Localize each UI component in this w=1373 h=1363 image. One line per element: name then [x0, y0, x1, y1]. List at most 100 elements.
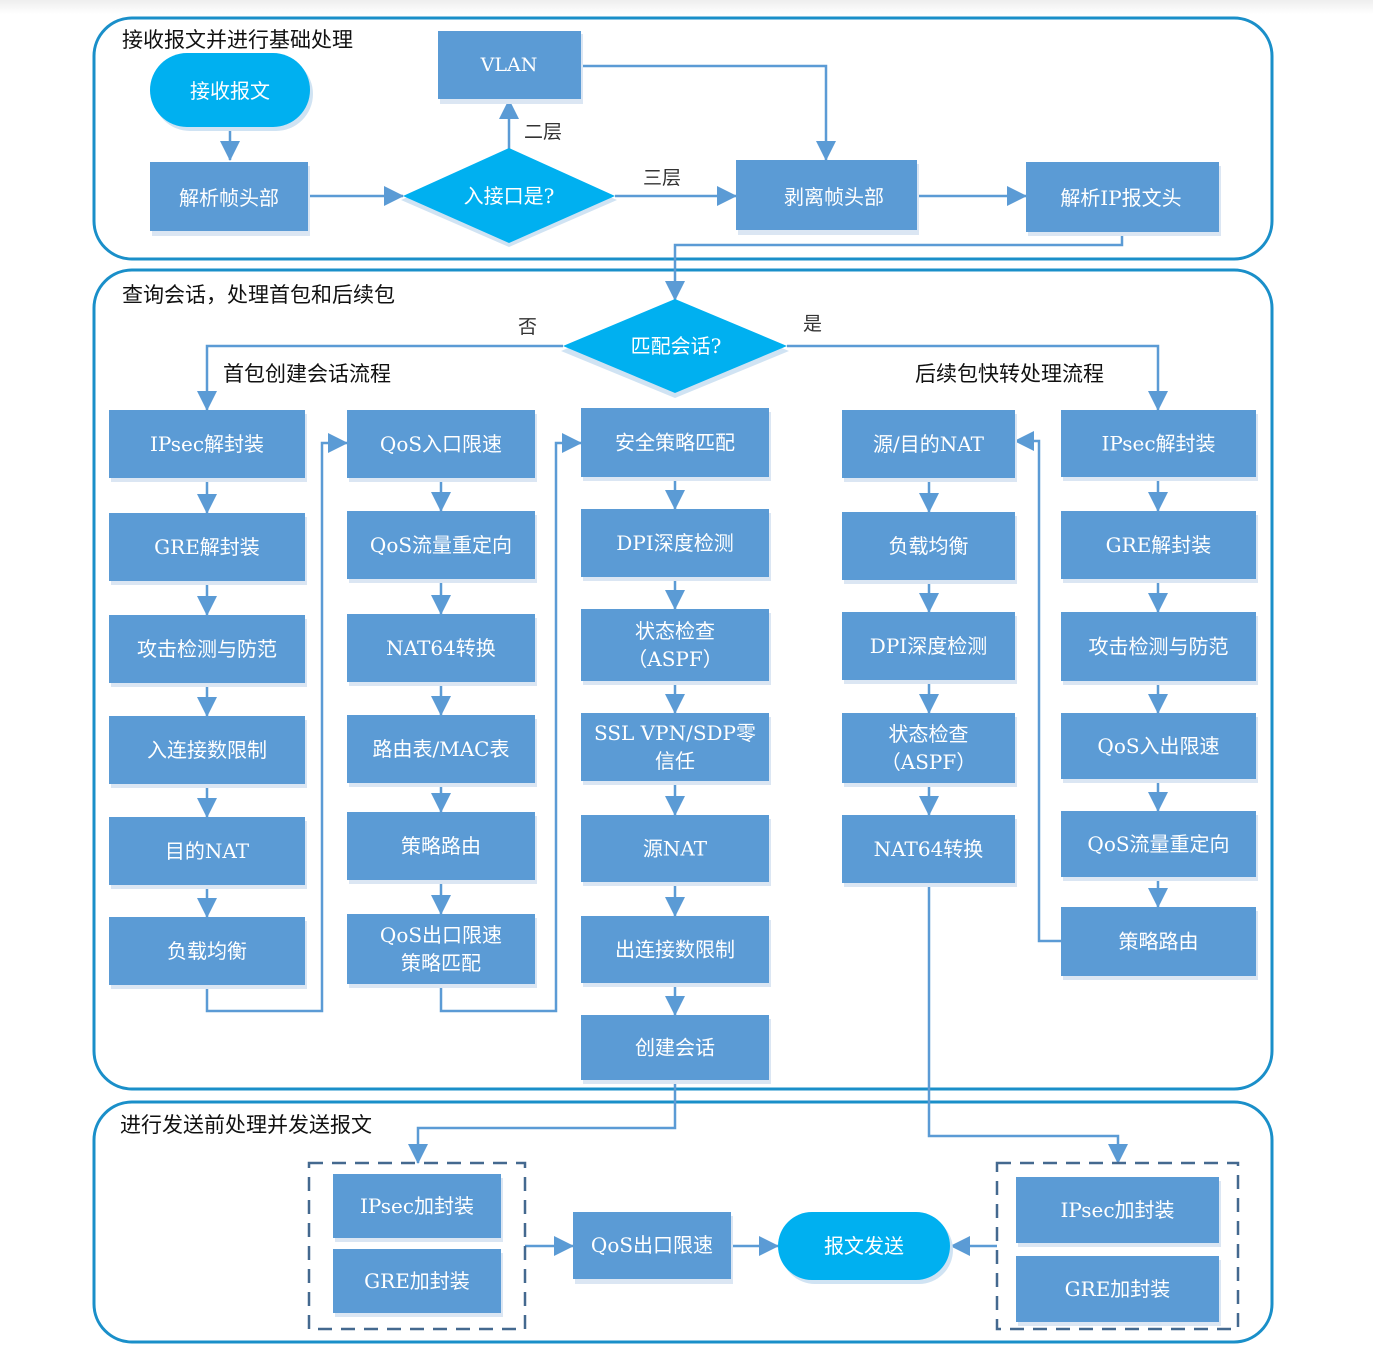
first-col1-node-3[interactable]: 攻击检测与防范: [109, 615, 307, 687]
first-col3-node-3-label: 状态检查: [635, 619, 715, 643]
first-packet-flow-title: 首包创建会话流程: [223, 362, 391, 386]
first-col2-node-5-label: 策略路由: [401, 834, 481, 858]
first-col1-node-1-label: IPsec解封装: [150, 432, 264, 456]
decision-in-interface[interactable]: 入接口是?: [401, 148, 617, 247]
node-strip-frame-header-label: 剥离帧头部: [784, 185, 884, 209]
first-col3-node-6[interactable]: 出连接数限制: [581, 916, 771, 987]
first-col3-node-3[interactable]: 状态检查（ASPF）: [581, 609, 771, 685]
first-col1-node-6[interactable]: 负载均衡: [109, 917, 307, 989]
fast-left-node-4[interactable]: 状态检查 （ASPF）: [842, 713, 1017, 787]
connectors: [197, 64, 1168, 1256]
first-col2-node-4-label: 路由表/MAC表: [373, 737, 510, 761]
first-col3-node-2[interactable]: DPI深度检测: [581, 509, 771, 581]
first-col2-node-6-label: 策略匹配: [401, 951, 481, 975]
section-session-title: 查询会话，处理首包和后续包: [122, 283, 395, 307]
first-col3-node-7-label: 创建会话: [635, 1036, 715, 1060]
first-col3-node-6-label: 出连接数限制: [615, 938, 735, 962]
label-layer3: 三层: [643, 167, 681, 189]
fast-left-node-3[interactable]: DPI深度检测: [842, 612, 1017, 684]
node-send-packet[interactable]: 报文发送: [778, 1212, 953, 1284]
node-vlan-label: VLAN: [480, 54, 538, 76]
edge-f2-to-f1: [1014, 431, 1061, 943]
edge-vlan-to-strip: [581, 64, 836, 161]
node-qos-egress[interactable]: QoS出口限速: [573, 1212, 733, 1284]
fast-left-node-3-label: DPI深度检测: [870, 634, 987, 658]
right-encapsulation-group: [995, 1161, 1240, 1331]
fast-left-node-5-label: NAT64转换: [874, 837, 984, 861]
first-col2-node-5[interactable]: 策略路由: [347, 812, 537, 884]
fast-right-node-6[interactable]: 策略路由: [1061, 907, 1258, 980]
first-col2-node-3[interactable]: NAT64转换: [347, 614, 537, 686]
edge-c2-to-c3: [439, 433, 582, 1013]
first-col2-node-2[interactable]: QoS流量重定向: [347, 511, 537, 583]
node-qos-egress-label: QoS出口限速: [591, 1233, 713, 1257]
left-group-node-1-label: IPsec加封装: [360, 1194, 474, 1218]
first-col1-node-3-label: 攻击检测与防范: [137, 637, 277, 661]
first-col3-node-5-label: 源NAT: [643, 837, 708, 861]
first-col3-node-4-label: 信任: [655, 749, 695, 773]
node-start[interactable]: 接收报文: [150, 53, 313, 131]
node-strip-frame-header[interactable]: 剥离帧头部: [736, 160, 919, 235]
node-parse-frame-header[interactable]: 解析帧头部: [150, 162, 310, 236]
node-start-label: 接收报文: [190, 79, 270, 103]
first-col2-node-6-label: QoS出口限速: [380, 923, 502, 947]
left-encapsulation-group: [307, 1161, 527, 1331]
first-col3-node-5[interactable]: 源NAT: [581, 815, 771, 886]
first-col1-node-4[interactable]: 入连接数限制: [109, 716, 307, 788]
fast-right-node-5[interactable]: QoS流量重定向: [1061, 811, 1258, 881]
section-send-title: 进行发送前处理并发送报文: [120, 1113, 372, 1137]
fast-right-node-4[interactable]: QoS入出限速: [1061, 713, 1258, 783]
fast-left-node-4-label: （ASPF）: [881, 750, 976, 774]
first-col1-node-2[interactable]: GRE解封装: [109, 513, 307, 585]
left-group-node-1[interactable]: IPsec加封装: [333, 1174, 503, 1242]
first-col3-node-1-label: 安全策略匹配: [615, 431, 735, 455]
label-no: 否: [518, 316, 537, 338]
left-group-node-2[interactable]: GRE加封装: [333, 1249, 503, 1317]
first-col2-node-3-label: NAT64转换: [386, 636, 496, 660]
fast-right-node-4-label: QoS入出限速: [1097, 734, 1219, 758]
fast-left-node-1[interactable]: 源/目的NAT: [842, 410, 1017, 482]
node-parse-frame-header-label: 解析帧头部: [179, 186, 279, 210]
label-yes: 是: [803, 313, 822, 335]
fast-right-node-6-label: 策略路由: [1119, 930, 1199, 954]
edge-match-yes: [787, 344, 1168, 411]
first-col1-node-1[interactable]: IPsec解封装: [109, 410, 307, 482]
node-parse-ip-header-label: 解析IP报文头: [1060, 186, 1181, 210]
fast-right-node-2[interactable]: GRE解封装: [1061, 511, 1258, 583]
left-group-node-2-label: GRE加封装: [364, 1269, 470, 1293]
first-col2-node-4[interactable]: 路由表/MAC表: [347, 715, 537, 787]
section-receive-frame: [92, 16, 1274, 261]
fast-left-node-2[interactable]: 负载均衡: [842, 512, 1017, 584]
fast-left-node-1-label: 源/目的NAT: [873, 432, 985, 456]
first-col1-node-4-label: 入连接数限制: [147, 738, 267, 762]
first-col1-node-5[interactable]: 目的NAT: [109, 817, 307, 889]
top-bar: [0, 0, 1373, 14]
right-group-node-1[interactable]: IPsec加封装: [1016, 1177, 1221, 1247]
session-nodes: IPsec解封装GRE解封装攻击检测与防范入连接数限制目的NAT负载均衡QoS入…: [109, 408, 1258, 1084]
edge-nat64-to-right-group: [927, 883, 1128, 1164]
decision-in-interface-label: 入接口是?: [464, 184, 555, 208]
label-layer2: 二层: [524, 121, 562, 143]
section-send-frame: [92, 1100, 1274, 1344]
fast-right-node-3[interactable]: 攻击检测与防范: [1061, 612, 1258, 685]
right-group-node-1-label: IPsec加封装: [1060, 1198, 1174, 1222]
fast-left-node-4-label: 状态检查: [889, 722, 969, 746]
node-parse-ip-header[interactable]: 解析IP报文头: [1026, 162, 1221, 236]
decision-match-session[interactable]: 匹配会话?: [561, 299, 789, 398]
node-vlan[interactable]: VLAN: [438, 31, 583, 104]
first-col2-node-2-label: QoS流量重定向: [370, 533, 512, 557]
first-col3-node-7[interactable]: 创建会话: [581, 1015, 771, 1084]
first-col1-node-2-label: GRE解封装: [154, 535, 260, 559]
first-col3-node-1[interactable]: 安全策略匹配: [581, 408, 771, 481]
edge-create-to-left-group: [408, 1080, 677, 1164]
first-col1-node-5-label: 目的NAT: [165, 839, 250, 863]
first-col2-node-1[interactable]: QoS入口限速: [347, 410, 537, 482]
first-col2-node-1-label: QoS入口限速: [380, 432, 502, 456]
fast-right-node-1[interactable]: IPsec解封装: [1061, 410, 1258, 481]
fast-left-node-5[interactable]: NAT64转换: [842, 815, 1017, 887]
right-group-node-2-label: GRE加封装: [1065, 1277, 1171, 1301]
right-group-node-2[interactable]: GRE加封装: [1016, 1256, 1221, 1326]
